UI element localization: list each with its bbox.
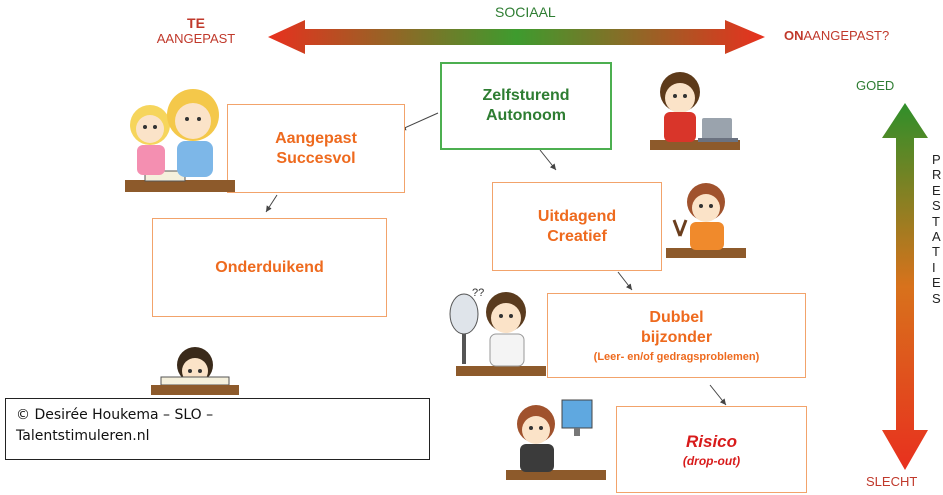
aangepast-box: Aangepast Succesvol [227,104,405,193]
connector-arrow [539,149,557,171]
te-aangepast-label: TE AANGEPAST [136,15,256,46]
box-line: Succesvol [276,149,356,167]
sociaal-double-arrow [268,20,765,54]
box-line: Risico [685,431,738,451]
letter: I [932,259,936,275]
box-line: Autonoom [486,107,566,124]
box-line: Zelfsturend [482,87,570,104]
te-label: TE [187,15,205,31]
student-computer-illustration [506,399,606,480]
connector-arrow [709,384,727,406]
connector-arrow [265,194,278,213]
mother-child-illustration [125,89,235,192]
letter: T [932,244,940,260]
sociaal-label: SOCIAAL [495,4,556,20]
aangepast-suffix: AANGEPAST? [803,28,890,43]
letter: E [932,182,941,198]
connector-arrow [399,112,439,131]
student-slingshot-illustration [666,183,746,258]
zelfsturend-box: Zelfsturend Autonoom [440,62,612,150]
letter: A [932,229,941,245]
student-mirror-illustration: ?? [449,287,546,376]
dubbel-box: Dubbel bijzonder (Leer- en/of gedragspro… [547,293,806,378]
copyright-line: © Desirée Houkema – SLO – [16,407,214,423]
prestaties-double-arrow [882,103,928,470]
onderduikend-box: Onderduikend [152,218,387,317]
box-line: Onderduikend [215,258,324,276]
goed-label: GOED [856,78,895,93]
letter: T [932,213,940,229]
onaangepast-label: ONAANGEPAST? [784,28,889,43]
aangepast-label: AANGEPAST [156,31,236,46]
slecht-label: SLECHT [866,474,918,489]
on-prefix: ON [784,28,804,43]
letter: S [932,198,941,214]
risico-box: Risico (drop-out) [616,406,807,493]
prestaties-vertical-label: P R E S T A T I E S [932,152,941,306]
box-line: Dubbel [649,309,704,326]
student-hiding-illustration [151,347,239,395]
box-subtitle: (Leer- en/of gedragsproblemen) [593,351,760,363]
letter: S [932,290,941,306]
letter: R [932,167,942,183]
question-bubble: ?? [472,287,484,299]
box-line: bijzonder [640,329,713,346]
box-line: Aangepast [275,129,357,147]
copyright-box: © Desirée Houkema – SLO – Talentstimuler… [5,398,430,460]
box-subtitle: (drop-out) [682,453,741,468]
copyright-link-text: Talentstimuleren.nl [16,428,150,444]
letter: P [932,152,941,167]
uitdagend-box: Uitdagend Creatief [492,182,662,271]
connector-arrow [617,271,633,291]
box-line: Creatief [547,227,607,245]
letter: E [932,275,941,291]
box-line: Uitdagend [537,207,617,225]
student-laptop-illustration [650,72,740,150]
